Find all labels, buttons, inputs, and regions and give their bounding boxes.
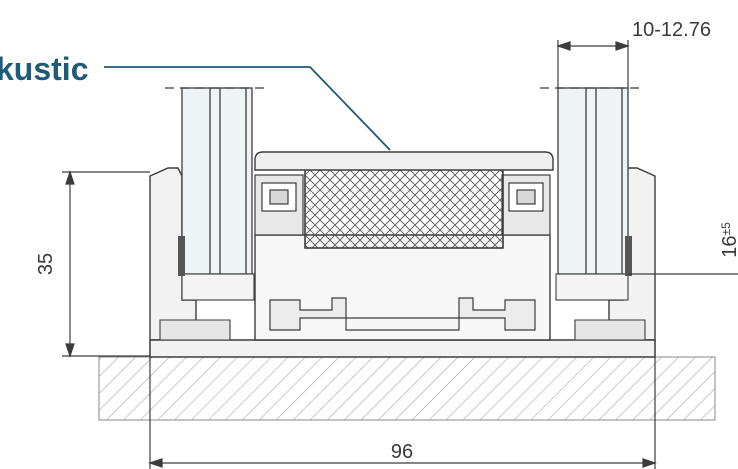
bottom-feet [159, 319, 646, 341]
left-clamp [254, 174, 304, 236]
left-setting-block [181, 273, 255, 301]
dimension-width-label: 96 [391, 441, 413, 463]
dimension-height-label: 35 [35, 253, 57, 275]
callout-leader-line [104, 66, 391, 151]
left-outer-gasket [178, 236, 185, 276]
right-outer-gasket [625, 236, 632, 276]
dimension-right-height-label: 16±5 [719, 222, 738, 258]
acoustic-insert [304, 157, 504, 249]
left-glass-pane [181, 87, 253, 275]
dimension-width [148, 340, 657, 469]
dimension-height [62, 170, 150, 358]
inner-clamp-profile [269, 297, 536, 331]
dimension-glass-label: 10-12.76 [632, 19, 711, 41]
right-glass-pane [557, 87, 629, 275]
right-clamp [501, 174, 551, 236]
dimension-glass [556, 40, 630, 88]
callout-label: kustic [0, 51, 88, 87]
concrete-base [98, 356, 716, 421]
dimension-right-height-tolerance: ±5 [719, 222, 733, 236]
right-setting-block [555, 273, 629, 301]
dimension-right-height-value: 16 [719, 236, 738, 258]
acoustic-cover [254, 151, 554, 171]
